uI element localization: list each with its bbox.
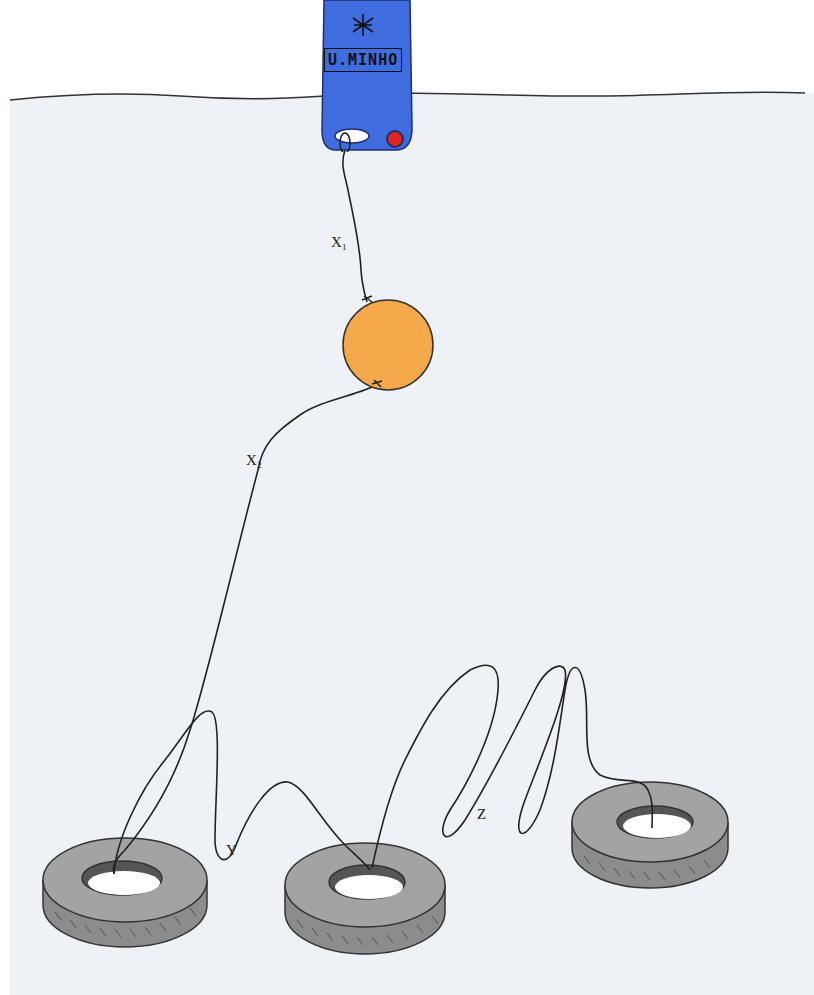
canister-body — [322, 0, 412, 150]
tire-hole — [88, 871, 160, 895]
float-sphere — [343, 300, 433, 390]
tire-hole — [617, 806, 693, 838]
rope — [343, 150, 367, 302]
logo-symbol — [353, 14, 373, 36]
rope-label: Y — [226, 842, 237, 859]
rope-label: X₂ — [246, 452, 262, 469]
rope — [114, 711, 370, 874]
tire-tread — [55, 908, 196, 937]
rope — [113, 384, 378, 874]
tire-top — [285, 843, 445, 927]
tire — [43, 838, 207, 947]
rope-loop — [340, 133, 350, 152]
brand-text: U.MINHO — [324, 48, 402, 72]
rope — [372, 665, 652, 868]
tire-tread — [297, 916, 438, 945]
canister-outline — [318, 0, 416, 152]
rope-knot — [362, 296, 382, 387]
tire-hole — [623, 814, 691, 838]
rope-label: X₁ — [331, 234, 347, 251]
tire-hole — [82, 861, 162, 895]
tire — [285, 843, 445, 954]
tire-hole — [335, 875, 403, 899]
buoy-canister: U.MINHO — [318, 0, 416, 152]
tire-tread — [584, 856, 710, 880]
tire — [572, 782, 728, 888]
water — [10, 92, 814, 995]
tire-hole — [329, 865, 405, 899]
rope-label: Z — [477, 806, 486, 823]
canister-cap — [387, 131, 403, 147]
